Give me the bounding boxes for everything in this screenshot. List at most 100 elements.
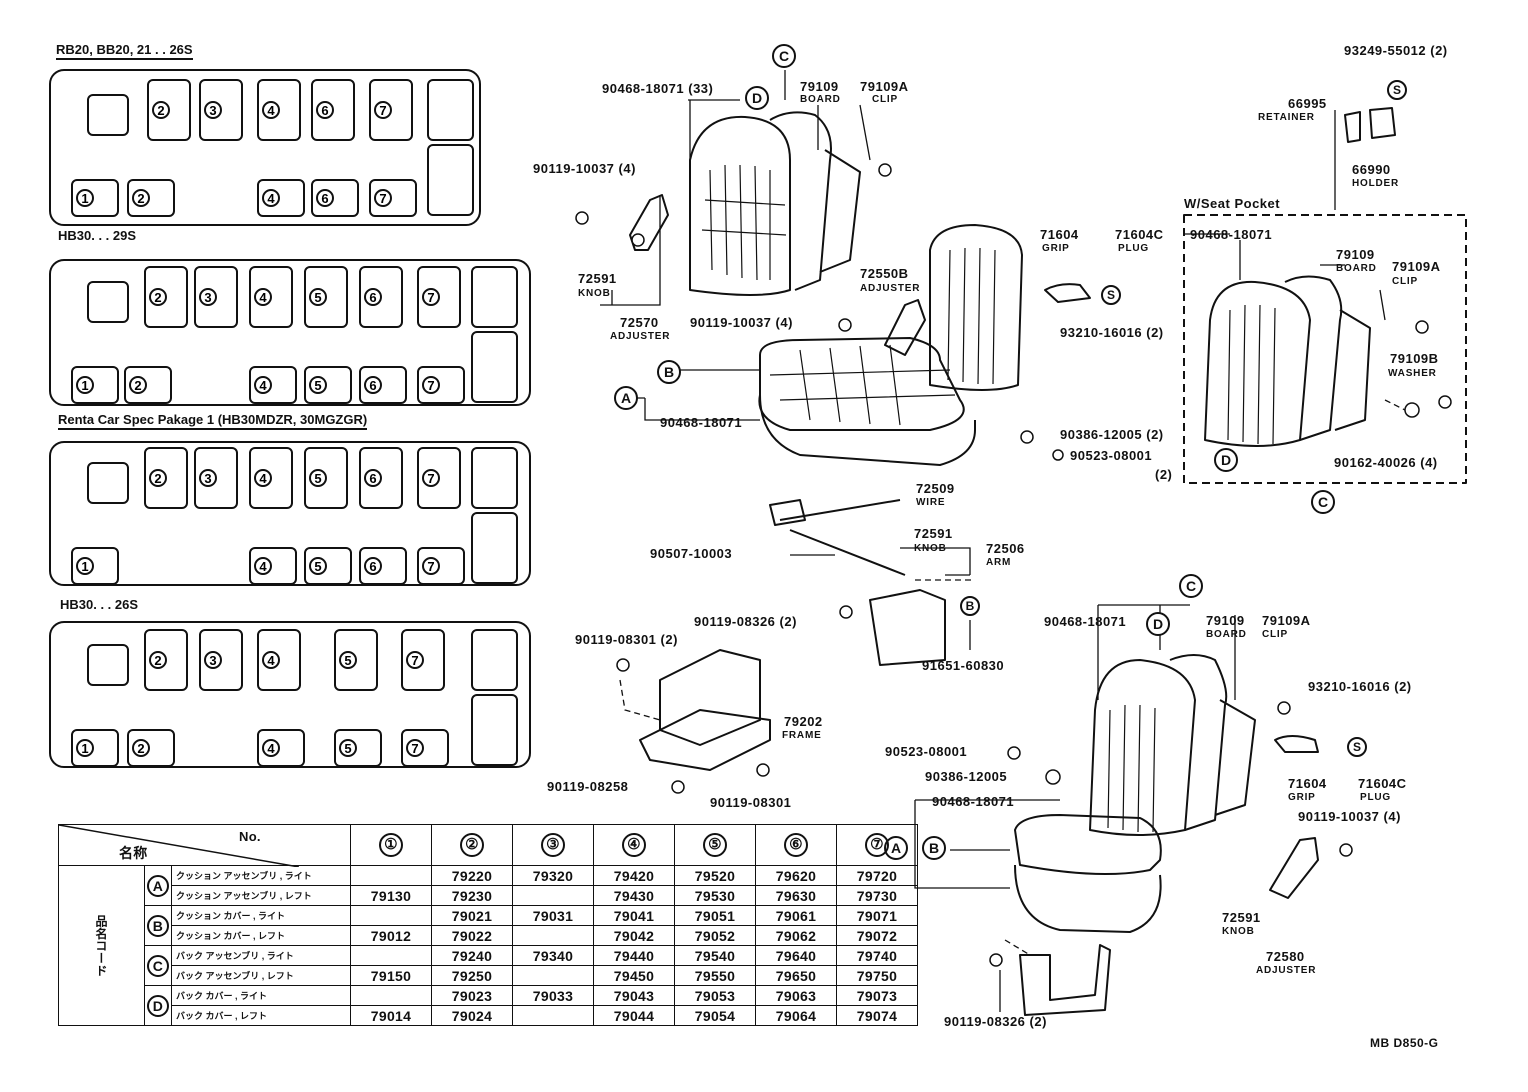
adjuster-72570 [629, 194, 669, 251]
seat-number-badge [254, 376, 272, 394]
seat-number: 5 [314, 290, 321, 305]
part-name: GRIP [1042, 243, 1070, 254]
seat-back-bottom-rear [1169, 654, 1228, 831]
seat-number-badge [204, 651, 222, 669]
part-label: 71604C [1115, 227, 1164, 242]
part-code-cell: 79750 [836, 965, 918, 986]
col-header: ⑥ [755, 824, 837, 866]
seat-number-badge [339, 739, 357, 757]
part-code-cell: 79051 [674, 905, 756, 926]
callout-d-bottom: D [1146, 612, 1170, 636]
table-corner-cell: No. 名称 [58, 824, 351, 867]
adjuster-72550b [884, 299, 926, 356]
seat-number-badge [374, 101, 392, 119]
part-code-cell: 79053 [674, 985, 756, 1006]
seat-block [249, 547, 297, 585]
part-code-cell: 79023 [431, 985, 513, 1006]
part-name: GRIP [1288, 792, 1316, 803]
part-name: PLUG [1118, 243, 1149, 254]
part-code-cell [512, 925, 594, 946]
part-label: 90119-10037 (4) [690, 315, 793, 330]
seat-back-top-front [689, 115, 791, 296]
part-code-cell: 79043 [593, 985, 675, 1006]
seat-board-pocket [1334, 309, 1371, 431]
part-code-cell: 79063 [755, 985, 837, 1006]
part-code-cell: 79064 [755, 1005, 837, 1026]
seat-block [417, 547, 465, 585]
seat-number: 7 [427, 471, 434, 486]
seat-number: 4 [267, 653, 275, 668]
group-label: A [144, 865, 172, 906]
seat-number-badge [309, 288, 327, 306]
part-name-cell: バック カバー , ライト [171, 985, 351, 1006]
part-label: 90523-08001 [1070, 448, 1153, 463]
seat-number-badge [316, 189, 334, 207]
seat-number-badge [199, 288, 217, 306]
seat-number-badge [76, 739, 94, 757]
callout-c-pocket: C [1311, 490, 1335, 514]
part-name: ADJUSTER [610, 331, 671, 342]
seat-number: 7 [427, 559, 434, 574]
part-label: 93210-16016 (2) [1308, 679, 1412, 694]
seat-block [257, 729, 305, 767]
seat-number-badge [262, 189, 280, 207]
part-name: PLUG [1360, 792, 1391, 803]
part-code-cell: 79340 [512, 945, 594, 966]
seat-block [471, 629, 518, 691]
part-label: 90119-08326 (2) [694, 614, 797, 629]
part-name: BOARD [1206, 629, 1247, 640]
callout-s-holder: S [1387, 80, 1407, 100]
seat-number-badge [422, 376, 440, 394]
part-code-cell: 79630 [755, 885, 837, 906]
grip-71604-bottom [1274, 735, 1319, 753]
seat-block [471, 266, 518, 328]
seat-block [249, 366, 297, 404]
seat-number: 3 [204, 290, 211, 305]
part-name: WIRE [916, 497, 946, 508]
part-label: 90386-12005 (2) [1060, 427, 1164, 442]
part-label: 71604 [1040, 227, 1079, 242]
part-name-cell: クッション アッセンブリ , レフト [171, 885, 351, 906]
seat-number-badge [309, 469, 327, 487]
part-label: 79109A [860, 79, 909, 94]
seat-number: 5 [344, 653, 351, 668]
part-code-cell: 79071 [836, 905, 918, 926]
seat-block [471, 447, 518, 509]
wire-72509 [779, 499, 906, 576]
part-code-cell: 79130 [350, 885, 432, 906]
seat-number: 1 [81, 559, 88, 574]
callout-c-top: C [772, 44, 796, 68]
part-name: KNOB [578, 288, 611, 299]
part-label: 90468-18071 [1190, 227, 1273, 242]
seat-number-badge [254, 469, 272, 487]
part-label: 79109 [1336, 247, 1375, 262]
seat-number-badge [76, 376, 94, 394]
seat-number: 4 [267, 741, 275, 756]
seat-back-pocket-front [1204, 280, 1311, 447]
part-label: 79109A [1392, 259, 1441, 274]
retainer-66995 [1344, 111, 1361, 143]
seat-number-badge [254, 288, 272, 306]
seat-block [71, 729, 119, 767]
callout-b-bottom: B [922, 836, 946, 860]
seat-back-middle [929, 224, 1023, 391]
seat-number-badge [262, 101, 280, 119]
part-label: 93249-55012 (2) [1344, 43, 1448, 58]
part-label: 90162-40026 (4) [1334, 455, 1438, 470]
part-name: FRAME [782, 730, 822, 741]
part-name-cell: クッション カバー , レフト [171, 925, 351, 946]
part-code-cell: 79740 [836, 945, 918, 966]
part-code-cell: 79540 [674, 945, 756, 966]
seat-number-badge [262, 651, 280, 669]
seat-block [471, 331, 518, 403]
seat-number: 2 [137, 741, 144, 756]
seat-number-badge [422, 288, 440, 306]
part-code-cell: 79230 [431, 885, 513, 906]
seat-number-badge [152, 101, 170, 119]
seat-number: 4 [259, 378, 267, 393]
part-label: 72506 [986, 541, 1025, 556]
seat-number-badge [76, 189, 94, 207]
